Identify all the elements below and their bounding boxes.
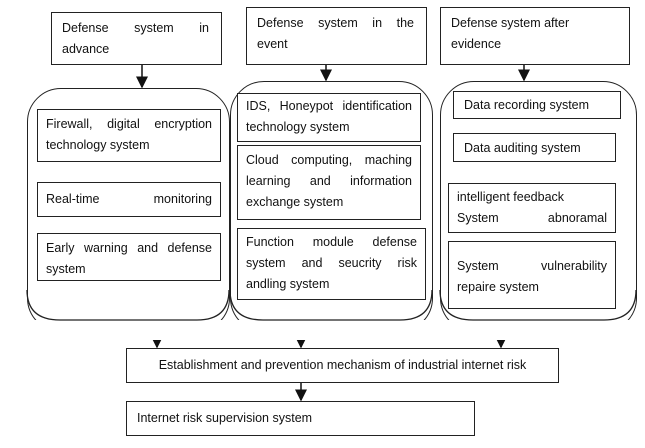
container-advance-bottom (26, 289, 230, 321)
item-line: Real-time monitoring (46, 192, 212, 206)
item-early-warning: Early warning and defense system (37, 233, 221, 281)
item-line: andling system (246, 277, 330, 291)
item-line: Function module defense (246, 235, 417, 249)
mechanism-box: Establishment and prevention mechanism o… (126, 348, 559, 383)
item-line: Data recording system (464, 98, 590, 112)
item-data-auditing: Data auditing system (453, 133, 616, 162)
item-realtime-monitoring: Real-time monitoring (37, 182, 221, 217)
item-intelligent-feedback: intelligent feedback System abnoramal (448, 183, 616, 233)
item-line: Early warning and defense (46, 241, 212, 255)
item-line: System abnoramal (457, 211, 607, 225)
container-event-bottom (229, 289, 433, 321)
item-line: intelligent feedback (457, 190, 565, 204)
item-ids-honeypot: IDS, Honeypot identification technology … (237, 93, 421, 142)
item-line: technology system (46, 138, 150, 152)
item-vulnerability-repair: System vulnerability repaire system (448, 241, 616, 309)
item-line: Firewall, digital encryption (46, 117, 212, 131)
header-line: Defense system after (451, 16, 570, 30)
item-line: repaire system (457, 280, 539, 294)
header-line: Defense system in (62, 21, 209, 35)
item-line: exchange system (246, 195, 344, 209)
header-after: Defense system after evidence (440, 7, 630, 65)
item-line: IDS, Honeypot identification (246, 99, 412, 113)
item-line: System vulnerability (457, 259, 607, 273)
header-line: advance (62, 42, 110, 56)
header-advance: Defense system in advance (51, 12, 222, 65)
supervision-label: Internet risk supervision system (137, 411, 313, 425)
item-cloud-computing: Cloud computing, maching learning and in… (237, 145, 421, 220)
item-line: technology system (246, 120, 350, 134)
header-line: Defense system in the (257, 16, 414, 30)
supervision-box: Internet risk supervision system (126, 401, 475, 436)
item-line: system and seucrity risk (246, 256, 417, 270)
container-after-bottom (439, 289, 637, 321)
header-line: evidence (451, 37, 502, 51)
item-data-recording: Data recording system (453, 91, 621, 119)
item-function-module: Function module defense system and seucr… (237, 228, 426, 300)
item-firewall: Firewall, digital encryption technology … (37, 109, 221, 162)
item-line: system (46, 262, 86, 276)
header-line: event (257, 37, 288, 51)
mechanism-label: Establishment and prevention mechanism o… (158, 358, 527, 372)
container-bottom-mask (0, 320, 645, 340)
header-event: Defense system in the event (246, 7, 427, 65)
item-line: learning and information (246, 174, 412, 188)
item-line: Data auditing system (464, 141, 581, 155)
item-line: Cloud computing, maching (246, 153, 412, 167)
